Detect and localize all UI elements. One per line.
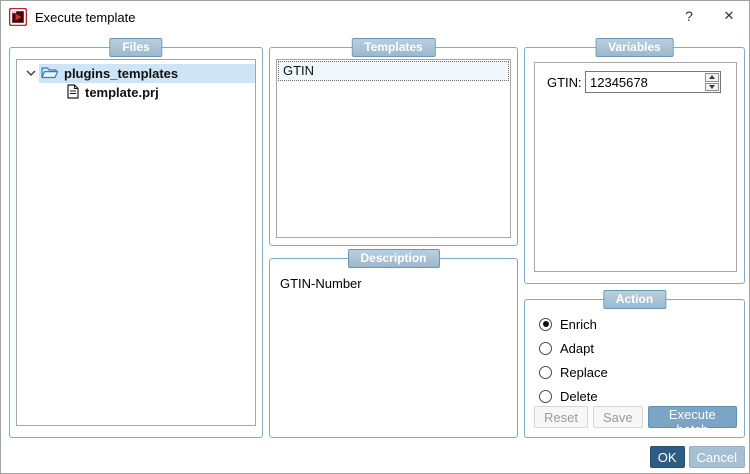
tree-item-label: plugins_templates (64, 66, 179, 81)
variable-row-gtin: GTIN: (547, 71, 724, 93)
ok-button[interactable]: OK (649, 446, 685, 468)
action-buttons-row: Reset Save Execute batch (534, 406, 737, 437)
radio-option-replace[interactable]: Replace (539, 360, 734, 384)
action-group: Action Enrich Adapt Replace Delete Reset… (524, 290, 745, 438)
templates-group: Templates GTIN (269, 38, 518, 246)
reset-button[interactable]: Reset (534, 406, 588, 428)
cancel-button[interactable]: Cancel (688, 446, 745, 468)
description-text: GTIN-Number (280, 276, 362, 291)
execute-batch-button[interactable]: Execute batch (647, 406, 737, 437)
gtin-field-label: GTIN: (547, 74, 582, 90)
radio-option-adapt[interactable]: Adapt (539, 336, 734, 360)
spinner-buttons (704, 72, 720, 92)
dialog-footer: OK Cancel (649, 446, 745, 468)
tree-selection[interactable]: plugins_templates (39, 64, 255, 83)
files-tree[interactable]: plugins_templates template.prj (16, 59, 256, 426)
radio-selected-icon[interactable] (539, 317, 552, 331)
help-button[interactable]: ? (673, 1, 705, 31)
template-list-item[interactable]: GTIN (278, 61, 509, 81)
gtin-spinbox (585, 71, 721, 93)
variables-group-title: Variables (595, 38, 674, 57)
files-group-title: Files (109, 38, 163, 57)
radio-option-enrich[interactable]: Enrich (539, 312, 734, 336)
description-group-title: Description (347, 249, 440, 268)
app-logo-icon (8, 7, 28, 27)
templates-list[interactable]: GTIN (276, 59, 511, 238)
chevron-down-icon[interactable] (23, 70, 39, 77)
file-document-icon (67, 83, 79, 102)
variables-group: Variables GTIN: (524, 38, 745, 284)
radio-icon[interactable] (539, 341, 552, 355)
variables-panel: GTIN: (534, 62, 737, 272)
action-radio-list: Enrich Adapt Replace Delete (539, 312, 734, 408)
titlebar: Execute template ? ✕ (1, 1, 749, 33)
gtin-input[interactable] (586, 72, 704, 92)
radio-option-delete[interactable]: Delete (539, 384, 734, 408)
templates-group-title: Templates (351, 38, 436, 57)
close-button[interactable]: ✕ (713, 1, 745, 31)
spinner-up-icon[interactable] (705, 73, 719, 82)
tree-item-template-prj[interactable]: template.prj (17, 83, 255, 102)
save-button[interactable]: Save (592, 406, 643, 428)
description-group: Description GTIN-Number (269, 249, 518, 438)
window-title: Execute template (35, 10, 136, 25)
files-group: Files plugins_templates (9, 38, 263, 438)
radio-icon[interactable] (539, 365, 552, 379)
folder-open-icon (41, 66, 59, 82)
action-group-title: Action (602, 290, 667, 309)
tree-item-plugins-templates[interactable]: plugins_templates (17, 64, 255, 83)
tree-item-label: template.prj (85, 85, 159, 100)
radio-icon[interactable] (539, 389, 552, 403)
spinner-down-icon[interactable] (705, 82, 719, 91)
